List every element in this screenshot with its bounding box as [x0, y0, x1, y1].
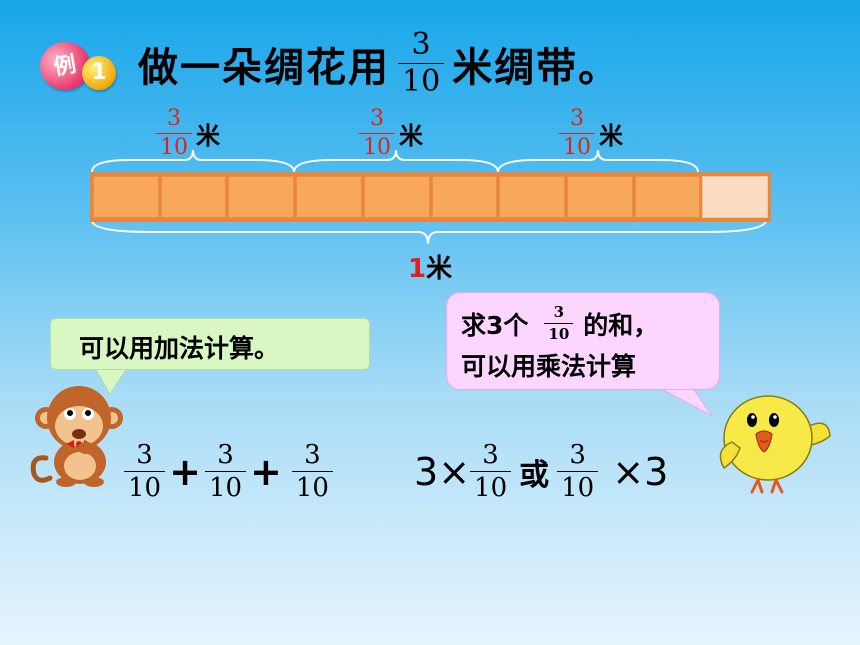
factor-3-right: 3	[644, 449, 669, 494]
ribbon-cell	[566, 176, 633, 218]
times-sign-1: ×	[438, 449, 471, 494]
total-length-label: 1米	[408, 254, 453, 284]
ribbon-cell-remaining	[702, 176, 769, 218]
title-before: 做一朵绸花用	[138, 44, 390, 91]
top-brace-1	[91, 149, 295, 173]
bottom-brace	[91, 219, 767, 245]
times-sign-2: ×	[612, 449, 645, 494]
title-fraction: 3 10	[398, 30, 445, 97]
or-word: 或	[519, 457, 550, 493]
braces	[91, 149, 767, 245]
bubble-right-line2: 可以用乘法计算	[461, 352, 637, 381]
ribbon-cell	[296, 176, 362, 218]
plus-sign-2: +	[250, 449, 282, 494]
problem-title: 做一朵绸花用 3 10 米绸带。	[138, 30, 620, 97]
ribbon-cell	[363, 176, 430, 218]
plus-sign-1: +	[169, 449, 201, 494]
top-brace-2	[293, 149, 499, 173]
chick-icon	[719, 395, 831, 494]
bubble-left: 可以用加法计算。	[50, 318, 370, 370]
example-number: 1	[82, 56, 116, 90]
ribbon-cell	[634, 176, 701, 218]
title-after: 米绸带。	[452, 44, 621, 91]
top-brace-3	[497, 149, 699, 173]
ribbon-cell	[499, 176, 565, 218]
ribbon-cell	[160, 176, 227, 218]
ribbon-cell	[228, 176, 295, 218]
monkey-icon	[30, 386, 123, 487]
ribbon-cell	[431, 176, 498, 218]
ribbon-cell	[93, 176, 159, 218]
factor-3-left: 3	[414, 449, 439, 494]
example-badge: 例 1	[36, 38, 122, 94]
bubble-left-text: 可以用加法计算。	[79, 334, 280, 363]
ribbon-bar	[90, 172, 771, 222]
